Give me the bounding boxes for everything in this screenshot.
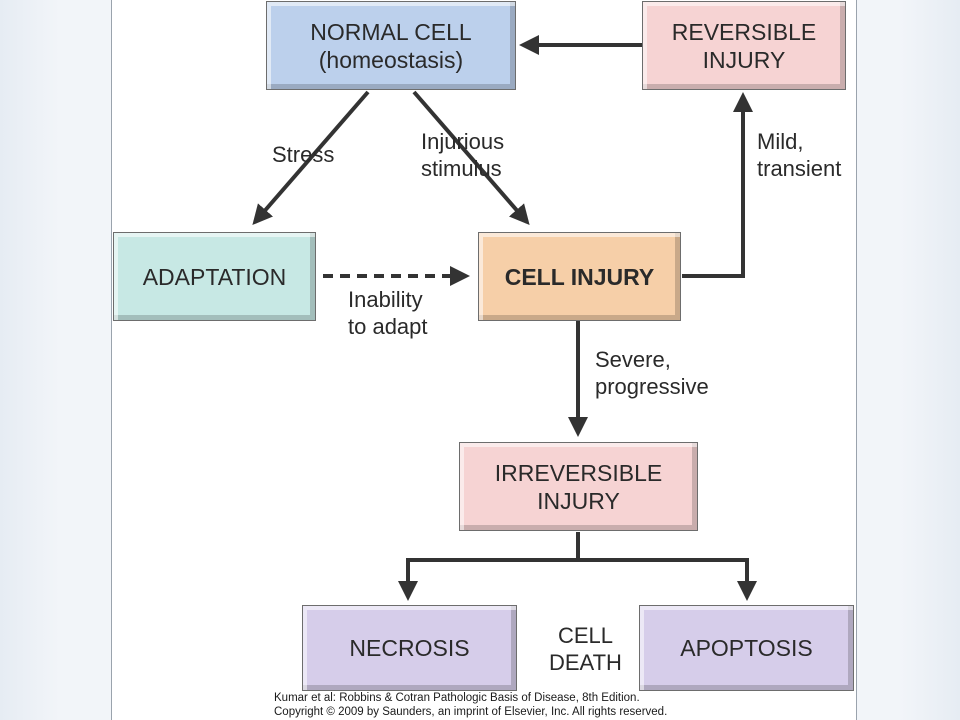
node-cell-injury: CELL INJURY xyxy=(478,232,681,321)
diagram-panel xyxy=(111,0,857,720)
credit-line-1: Kumar et al: Robbins & Cotran Pathologic… xyxy=(274,692,640,704)
node-normal-cell: NORMAL CELL (homeostasis) xyxy=(266,1,516,90)
label-cell-death: CELL DEATH xyxy=(549,623,622,675)
copyright-credit: Kumar et al: Robbins & Cotran Pathologic… xyxy=(274,691,667,719)
node-adaptation: ADAPTATION xyxy=(113,232,316,321)
label-mild-transient: Mild, transient xyxy=(757,129,842,181)
credit-line-2: Copyright © 2009 by Saunders, an imprint… xyxy=(274,706,668,718)
node-irreversible-injury: IRREVERSIBLE INJURY xyxy=(459,442,698,531)
label-stress: Stress xyxy=(272,142,335,167)
node-reversible-injury: REVERSIBLE INJURY xyxy=(642,1,846,90)
node-necrosis: NECROSIS xyxy=(302,605,517,691)
label-inability-to-adapt: Inability to adapt xyxy=(348,287,428,339)
arrow-injurious-stimulus xyxy=(412,90,530,226)
label-injurious-stimulus: Injurious stimulus xyxy=(421,129,505,181)
arrow-stress xyxy=(252,90,370,226)
node-apoptosis: APOPTOSIS xyxy=(639,605,854,691)
arrow-mild-transient xyxy=(682,92,753,278)
label-severe-progressive: Severe, progressive xyxy=(595,347,709,399)
